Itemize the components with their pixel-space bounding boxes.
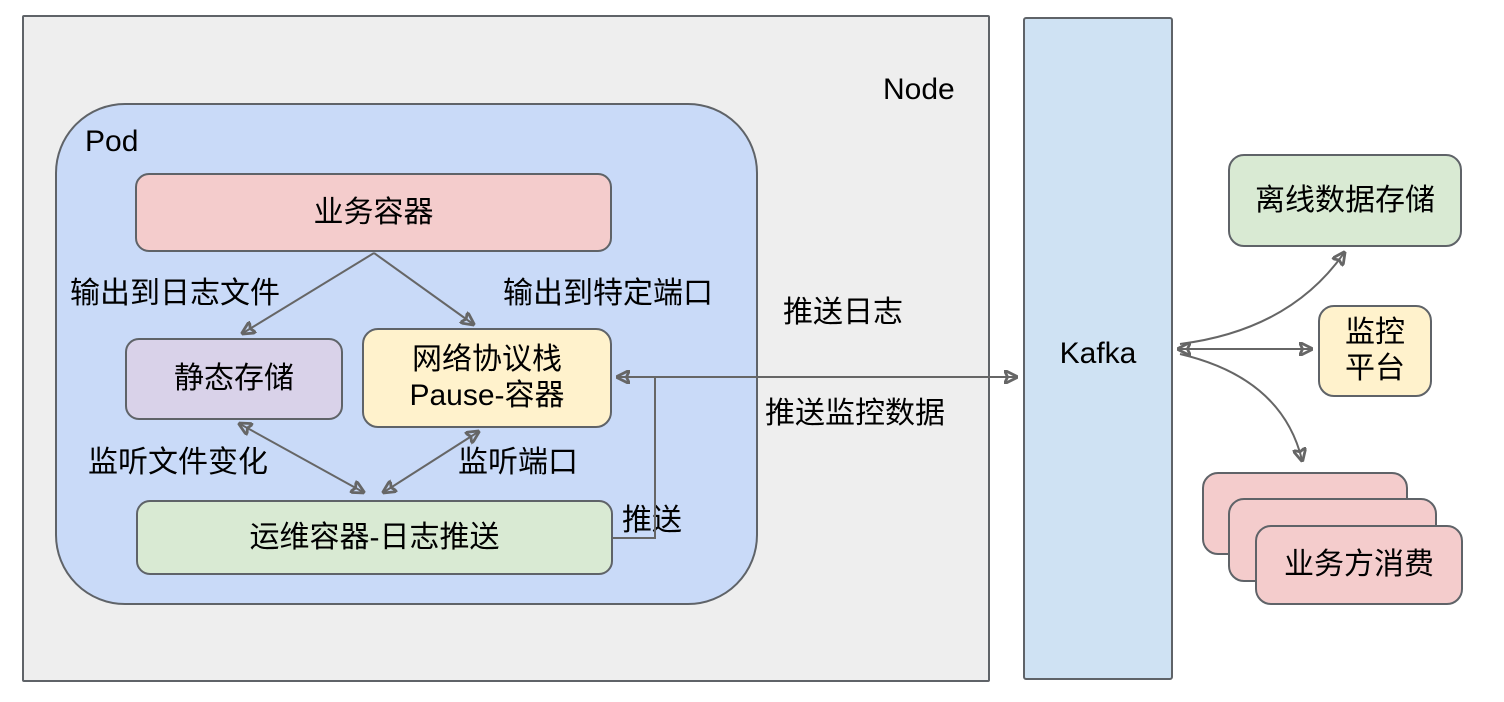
label-watch-file-changes: 监听文件变化: [88, 446, 268, 479]
node-label: Node: [883, 73, 955, 106]
label-output-to-log-file: 输出到日志文件: [70, 277, 280, 310]
offline-storage-box: 离线数据存储: [1228, 154, 1462, 247]
label-push-logs: 推送日志: [783, 296, 903, 329]
pod-label: Pod: [85, 125, 139, 158]
label-output-to-port: 输出到特定端口: [503, 277, 713, 310]
edge-kafka-consumer-curve: [1179, 353, 1302, 460]
monitor-platform-label-line2: 平台: [1345, 352, 1405, 385]
pause-container-label-line2: Pause-容器: [409, 379, 565, 412]
static-storage-box: 静态存储: [125, 338, 343, 420]
kafka-bar: [1023, 17, 1173, 680]
monitor-platform-label-line1: 监控: [1345, 316, 1405, 349]
label-push: 推送: [622, 504, 682, 537]
offline-storage-label: 离线数据存储: [1255, 183, 1435, 217]
pause-container-label-line1: 网络协议栈: [412, 343, 562, 376]
monitor-platform-box: 监控 平台: [1318, 305, 1432, 397]
ops-container-label: 运维容器-日志推送: [249, 520, 500, 554]
pause-container-box: 网络协议栈 Pause-容器: [362, 328, 612, 428]
ops-container-box: 运维容器-日志推送: [136, 500, 613, 575]
label-push-monitor-data: 推送监控数据: [765, 397, 945, 430]
business-container-label: 业务容器: [313, 195, 434, 229]
label-watch-port: 监听端口: [458, 446, 578, 479]
business-container-box: 业务容器: [135, 173, 612, 252]
consumer-label: 业务方消费: [1284, 548, 1434, 581]
kafka-label: Kafka: [1059, 337, 1137, 370]
consumer-box-front: 业务方消费: [1255, 525, 1463, 605]
static-storage-label: 静态存储: [174, 362, 294, 395]
